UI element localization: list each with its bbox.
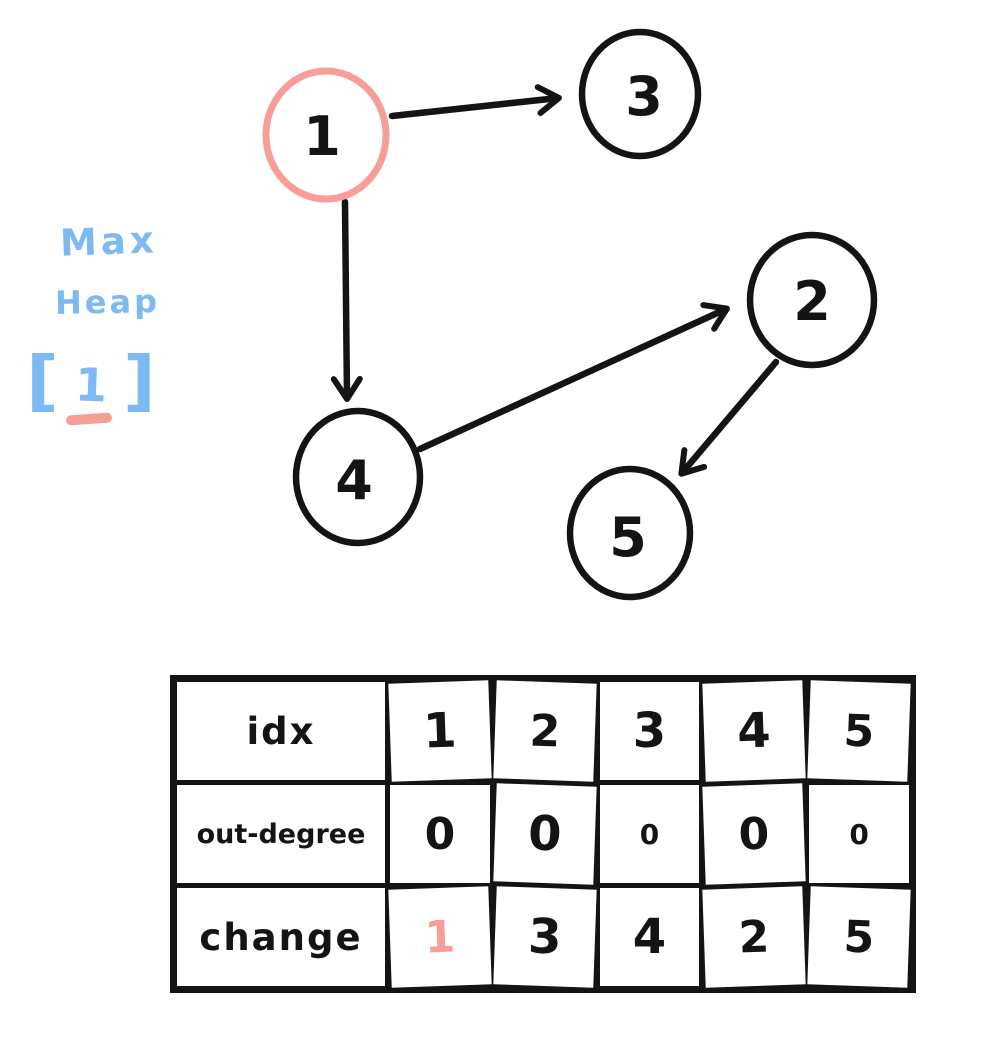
heap-value: 1 xyxy=(73,357,108,413)
graph-node-4: 4 xyxy=(292,407,424,547)
table-cell-change-2: 3 xyxy=(493,886,597,988)
edge-4-2 xyxy=(416,302,730,453)
degree-table: idx 1 2 3 4 5 out-degree 0 0 0 0 0 chang… xyxy=(170,675,916,993)
table-row-label-idx: idx xyxy=(177,682,385,780)
table-cell-idx-5: 5 xyxy=(807,680,911,782)
heap-open-bracket: [ xyxy=(26,341,59,419)
node-5-label: 5 xyxy=(609,506,647,569)
node-3-circle xyxy=(578,28,702,160)
node-3-label: 3 xyxy=(625,65,663,128)
table-cell-outdeg-4: 0 xyxy=(702,783,806,885)
node-2-circle xyxy=(746,231,878,369)
table-cell-outdeg-5: 0 xyxy=(809,785,909,883)
graph-node-5: 5 xyxy=(566,465,694,601)
graph-node-3: 3 xyxy=(578,28,702,160)
table-cell-outdeg-3: 0 xyxy=(599,785,700,883)
edge-2-5 xyxy=(678,358,780,477)
table-cell-idx-3: 3 xyxy=(599,682,700,780)
table-cell-change-4: 2 xyxy=(702,886,806,988)
table-row-label-out-degree: out-degree xyxy=(177,785,385,883)
table-cell-change-5: 5 xyxy=(807,886,911,988)
table-cell-outdeg-1: 0 xyxy=(390,785,490,883)
graph-node-1: 1 xyxy=(262,67,390,203)
table-cell-idx-4: 4 xyxy=(702,680,806,782)
node-2-label: 2 xyxy=(793,270,831,333)
node-4-circle xyxy=(292,407,424,547)
table-cell-outdeg-2: 0 xyxy=(493,783,597,885)
edge-1-4 xyxy=(330,198,363,402)
max-heap-label-line2: Heap xyxy=(54,282,161,322)
graph-node-2: 2 xyxy=(746,231,878,369)
table-cell-idx-1: 1 xyxy=(388,680,492,782)
node-4-label: 4 xyxy=(335,449,373,512)
graph-drawing: 1 2 3 4 5 xyxy=(262,28,878,601)
heap-slot: 1 xyxy=(65,352,113,426)
node-1-circle xyxy=(262,67,390,203)
table-row-label-change: change xyxy=(177,888,385,986)
table-cell-idx-2: 2 xyxy=(493,680,597,782)
table-cell-change-1: 1 xyxy=(388,886,492,988)
heap-array: [ 1 ] xyxy=(26,340,156,426)
edge-1-3 xyxy=(388,84,562,120)
max-heap-label-line1: Max xyxy=(59,218,159,265)
node-5-circle xyxy=(566,465,694,601)
node-1-label: 1 xyxy=(303,105,341,168)
table-cell-change-3: 4 xyxy=(599,888,700,986)
heap-close-bracket: ] xyxy=(122,341,156,419)
